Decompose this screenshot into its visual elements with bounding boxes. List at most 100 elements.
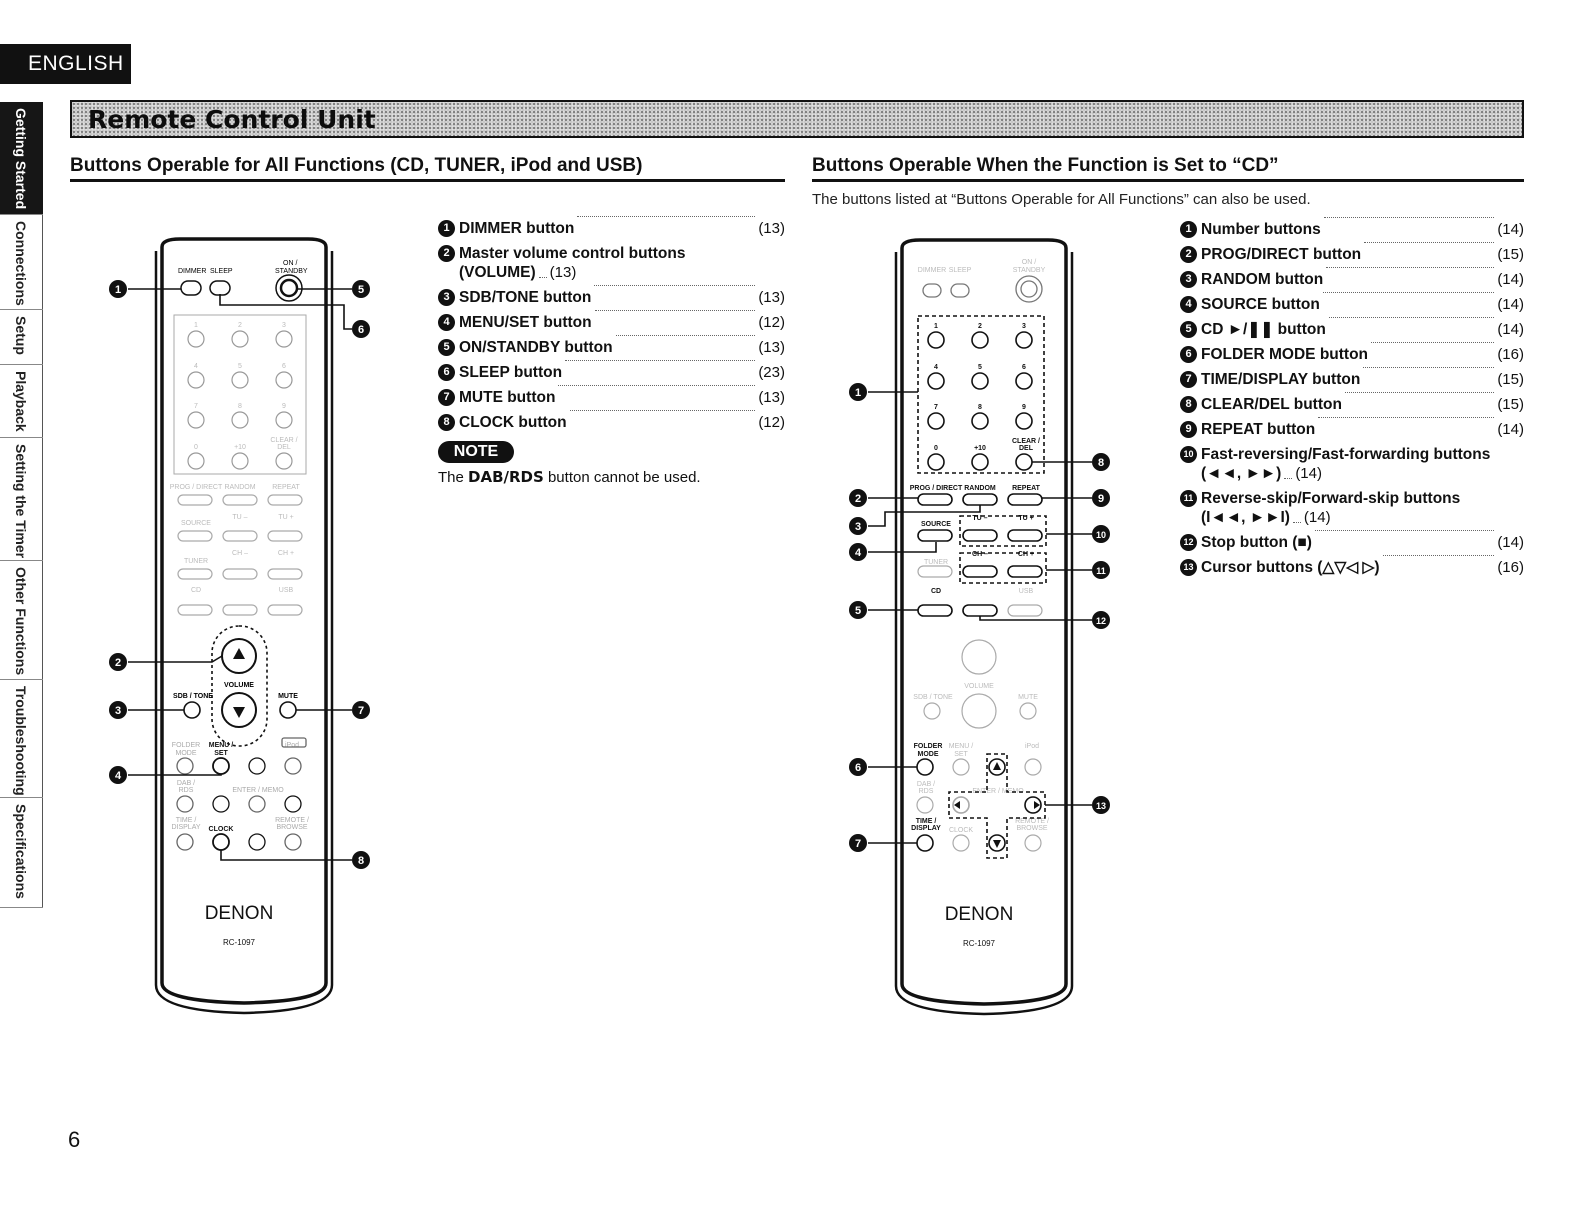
skip-buttons-highlight (959, 552, 1047, 584)
side-nav-setting-the-timer[interactable]: Setting the Timer (0, 438, 43, 561)
page-reference: (15) (1497, 396, 1524, 413)
remote-body (900, 238, 1068, 1006)
svg-text:4: 4 (194, 363, 198, 370)
svg-text:MENU /: MENU / (949, 743, 974, 750)
page-reference: (12) (758, 314, 785, 331)
svg-text:TU –: TU – (232, 514, 247, 521)
item-number: 6 (1180, 346, 1197, 363)
svg-text:8: 8 (238, 403, 242, 410)
function-buttons (917, 493, 1043, 617)
svg-text:PROG / DIRECT: PROG / DIRECT (170, 484, 223, 491)
side-nav-connections[interactable]: Connections (0, 215, 43, 310)
item-label-continued: (◄◄, ►►) (1201, 465, 1282, 482)
svg-text:12: 12 (1096, 616, 1106, 626)
svg-text:+10: +10 (974, 445, 986, 452)
svg-text:13: 13 (1096, 801, 1106, 811)
side-nav-label: Connections (13, 221, 29, 306)
page-reference: (14) (1497, 221, 1524, 238)
svg-text:BROWSE: BROWSE (276, 824, 307, 831)
right-section-intro: The buttons listed at “Buttons Operable … (812, 191, 1311, 208)
label-standby: STANDBY (275, 268, 308, 275)
item-label: PROG/DIRECT button (1201, 246, 1362, 263)
item-label: SOURCE button (1201, 296, 1320, 313)
side-nav-setup[interactable]: Setup (0, 310, 43, 365)
svg-text:5: 5 (358, 284, 364, 296)
svg-text:8: 8 (978, 404, 982, 411)
item-number: 2 (1180, 246, 1197, 263)
number-pad-area (173, 314, 307, 475)
svg-text:7: 7 (194, 403, 198, 410)
svg-text:REMOTE /: REMOTE / (1015, 818, 1049, 825)
page-reference: (12) (758, 414, 785, 431)
right-section-heading: Buttons Operable When the Function is Se… (812, 155, 1524, 182)
svg-text:FOLDER: FOLDER (914, 743, 943, 750)
item-number: 10 (1180, 446, 1197, 463)
svg-text:DEL: DEL (1019, 445, 1034, 452)
svg-text:VOLUME: VOLUME (224, 682, 254, 689)
svg-text:6: 6 (282, 363, 286, 370)
page-reference: (15) (1497, 246, 1524, 263)
svg-text:FOLDER: FOLDER (172, 742, 200, 749)
svg-text:6: 6 (1022, 364, 1026, 371)
side-nav-label: Specifications (13, 804, 29, 899)
cursor-arrow-icons (954, 762, 1040, 848)
note-suffix: button cannot be used. (543, 469, 701, 486)
model-number: RC-1097 (963, 939, 996, 948)
svg-text:SLEEP: SLEEP (949, 267, 972, 274)
svg-text:RANDOM: RANDOM (964, 485, 996, 492)
model-number: RC-1097 (223, 938, 256, 947)
svg-text:DISPLAY: DISPLAY (171, 824, 200, 831)
item-label: REPEAT button (1201, 421, 1316, 438)
cursor-buttons-highlight (948, 753, 1046, 859)
page-reference: (14) (1497, 296, 1524, 313)
svg-text:2: 2 (238, 322, 242, 329)
side-nav-label: Playback (13, 371, 29, 432)
number-buttons-dim (187, 330, 293, 470)
svg-text:iPod: iPod (285, 742, 299, 749)
svg-text:iPod: iPod (1025, 743, 1039, 750)
brand-logo: DENON (945, 904, 1014, 925)
svg-text:REPEAT: REPEAT (1012, 485, 1041, 492)
side-nav-specifications[interactable]: Specifications (0, 798, 43, 908)
svg-text:CLEAR /: CLEAR / (1012, 438, 1040, 445)
page-reference: (14) (1497, 271, 1524, 288)
volume-down-icon (233, 707, 245, 718)
volume-down-button (221, 692, 257, 728)
side-nav-getting-started[interactable]: Getting Started (0, 102, 43, 215)
item-label-continued: (VOLUME) (459, 264, 536, 281)
svg-text:REMOTE /: REMOTE / (275, 817, 309, 824)
page-title: Remote Control Unit (88, 105, 376, 134)
item-number: 5 (438, 339, 455, 356)
remote-body-outer (894, 252, 1074, 1016)
svg-text:3: 3 (115, 705, 121, 717)
page-reference: (14) (1497, 421, 1524, 438)
note-badge: NOTE (438, 441, 514, 463)
page-reference: (14) (1497, 534, 1524, 551)
side-nav-playback[interactable]: Playback (0, 365, 43, 438)
side-nav-other-functions[interactable]: Other Functions (0, 561, 43, 680)
remote-body-outer (154, 251, 334, 1015)
svg-text:SOURCE: SOURCE (181, 520, 211, 527)
callout-lines (868, 391, 1092, 844)
svg-text:DAB /: DAB / (177, 780, 195, 787)
callout-markers: 1 5 6 2 3 7 4 8 (109, 280, 370, 869)
svg-text:USB: USB (279, 587, 294, 594)
svg-text:SDB / TONE: SDB / TONE (173, 693, 213, 700)
svg-text:2: 2 (115, 657, 121, 669)
svg-text:SET: SET (214, 750, 228, 757)
page-reference: (16) (1497, 346, 1524, 363)
side-nav-troubleshooting[interactable]: Troubleshooting (0, 680, 43, 798)
brand-logo: DENON (205, 903, 274, 924)
svg-text:RDS: RDS (179, 787, 194, 794)
note-bold: DAB/RDS (468, 468, 544, 486)
svg-text:MODE: MODE (918, 751, 939, 758)
svg-text:2: 2 (855, 493, 861, 505)
fast-buttons-highlight (959, 515, 1047, 547)
